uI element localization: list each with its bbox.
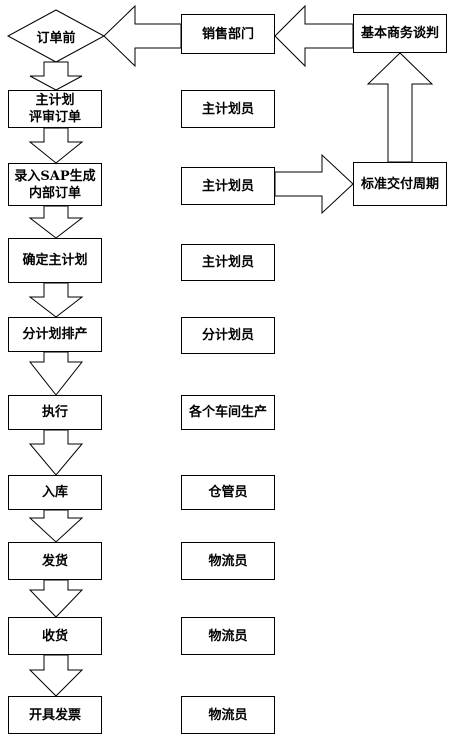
step-box-9: 开具发票 [8,696,102,734]
role-box-5: 各个车间生产 [181,395,275,430]
business-negotiation-box: 基本商务谈判 [353,14,447,53]
down-arrow-8 [28,579,84,618]
arrow-standard-to-negotiation [366,52,434,163]
role-box-4: 分计划员 [181,317,275,354]
down-arrow-2 [28,127,84,164]
down-arrow-3 [28,205,84,239]
down-arrow-9 [28,654,84,697]
role-box-2: 主计划员 [181,167,275,205]
role-box-6: 仓管员 [181,475,275,510]
role-box-8: 物流员 [181,617,275,655]
down-arrow-6 [28,429,84,476]
down-arrow-5 [28,351,84,396]
down-arrow-4 [28,282,84,318]
arrow-sales-to-start [103,4,182,68]
step-box-5: 执行 [8,395,102,430]
sales-dept-box: 销售部门 [181,14,275,54]
role-box-3: 主计划员 [181,244,275,281]
step-box-4: 分计划排产 [8,317,102,352]
down-arrow-7 [28,509,84,543]
down-arrow-1 [29,61,83,91]
step-box-7: 发货 [8,542,102,580]
step-box-2: 录入SAP生成 内部订单 [8,163,102,206]
role-box-7: 物流员 [181,542,275,580]
step-box-6: 入库 [8,475,102,510]
step-box-3: 确定主计划 [8,238,102,283]
arrow-sap-to-standard [274,153,354,215]
role-box-1: 主计划员 [181,90,275,128]
step-box-1: 主计划 评审订单 [8,90,102,128]
role-box-9: 物流员 [181,696,275,734]
step-box-8: 收货 [8,617,102,655]
standard-delivery-box: 标准交付周期 [353,162,447,206]
arrow-negotiation-to-sales [274,4,354,68]
start-node-label: 订单前 [36,30,76,46]
